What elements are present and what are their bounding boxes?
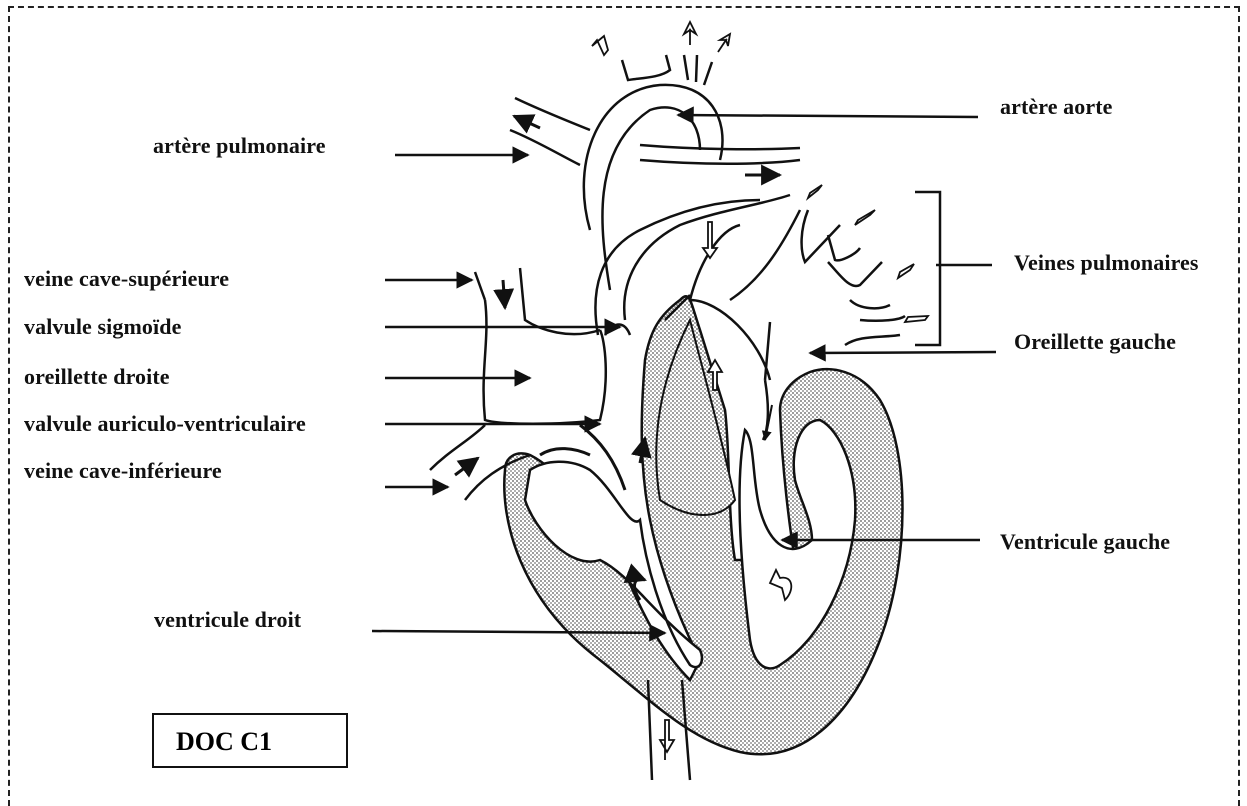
- label-atrioventricular-valve: valvule auriculo-ventriculaire: [24, 411, 306, 437]
- label-aorta: artère aorte: [1000, 94, 1113, 120]
- pulmonary-veins: [802, 210, 905, 345]
- label-superior-vena-cava: veine cave-supérieure: [24, 266, 229, 292]
- label-pulmonary-veins: Veines pulmonaires: [1014, 250, 1199, 276]
- aorta-branches: [622, 55, 712, 85]
- doc-label: DOC C1: [176, 727, 272, 757]
- label-pulmonary-artery: artère pulmonaire: [153, 133, 326, 159]
- pulmonary-artery: [510, 98, 790, 335]
- label-inferior-vena-cava: veine cave-inférieure: [24, 458, 222, 484]
- label-left-atrium: Oreillette gauche: [1014, 329, 1176, 355]
- label-right-atrium: oreillette droite: [24, 364, 170, 390]
- superior-vena-cava: [475, 268, 600, 334]
- right-atrium: [484, 300, 606, 424]
- label-right-ventricle: ventricule droit: [154, 607, 301, 633]
- label-sigmoid-valve: valvule sigmoïde: [24, 314, 181, 340]
- label-left-ventricle: Ventricule gauche: [1000, 529, 1170, 555]
- doc-label-box: DOC C1: [152, 713, 348, 768]
